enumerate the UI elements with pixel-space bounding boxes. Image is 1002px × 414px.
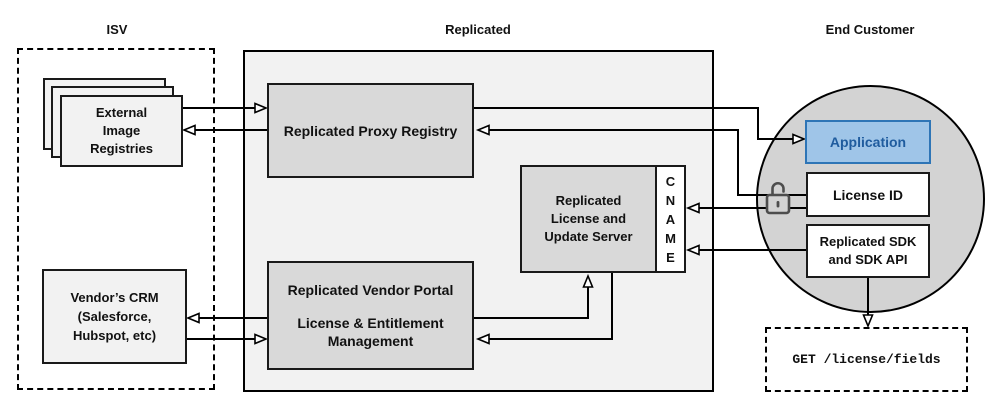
external-image-registries-node: External Image Registries (60, 95, 183, 167)
license-server-line: License and (550, 211, 627, 226)
registries-line: Registries (90, 141, 153, 156)
application-node: Application (805, 120, 931, 164)
license-server-line: Replicated (555, 193, 622, 208)
crm-line: (Salesforce, (77, 309, 152, 324)
replicated-proxy-registry-node: Replicated Proxy Registry (267, 83, 474, 178)
get-license-fields-box: GET /license/fields (765, 327, 968, 392)
cname-letter: E (666, 249, 675, 265)
registries-line: Image (102, 123, 141, 138)
cname-letter: N (665, 192, 676, 208)
proxy-registry-label: Replicated Proxy Registry (283, 122, 458, 139)
replicated-vendor-portal-node: Replicated Vendor Portal License & Entit… (267, 261, 474, 370)
license-server-line: Update Server (544, 229, 633, 244)
cname-node: C N A M E (655, 165, 686, 273)
vendor-portal-line: License & Entitlement (297, 315, 444, 331)
crm-line: Vendor’s CRM (70, 290, 159, 305)
unlocked-padlock-icon (765, 181, 791, 215)
license-id-label: License ID (832, 186, 904, 203)
vendor-portal-line: Management (327, 333, 414, 349)
get-request-label: GET /license/fields (792, 352, 941, 367)
replicated-sdk-node: Replicated SDK and SDK API (806, 224, 930, 278)
replicated-header: Replicated (445, 22, 511, 37)
cname-letter: C (665, 173, 676, 189)
sdk-line: and SDK API (828, 252, 908, 267)
crm-line: Hubspot, etc) (72, 328, 157, 343)
end-customer-header: End Customer (825, 22, 915, 37)
sdk-line: Replicated SDK (819, 234, 917, 249)
license-id-node: License ID (806, 172, 930, 217)
vendor-portal-title: Replicated Vendor Portal (287, 282, 454, 298)
application-label: Application (829, 134, 907, 150)
cname-letter: M (665, 230, 676, 246)
vendor-crm-node: Vendor’s CRM (Salesforce, Hubspot, etc) (42, 269, 187, 364)
registries-line: External (95, 105, 148, 120)
replicated-license-update-server-node: Replicated License and Update Server (520, 165, 657, 273)
isv-header: ISV (106, 22, 128, 37)
cname-letter: A (665, 211, 676, 227)
